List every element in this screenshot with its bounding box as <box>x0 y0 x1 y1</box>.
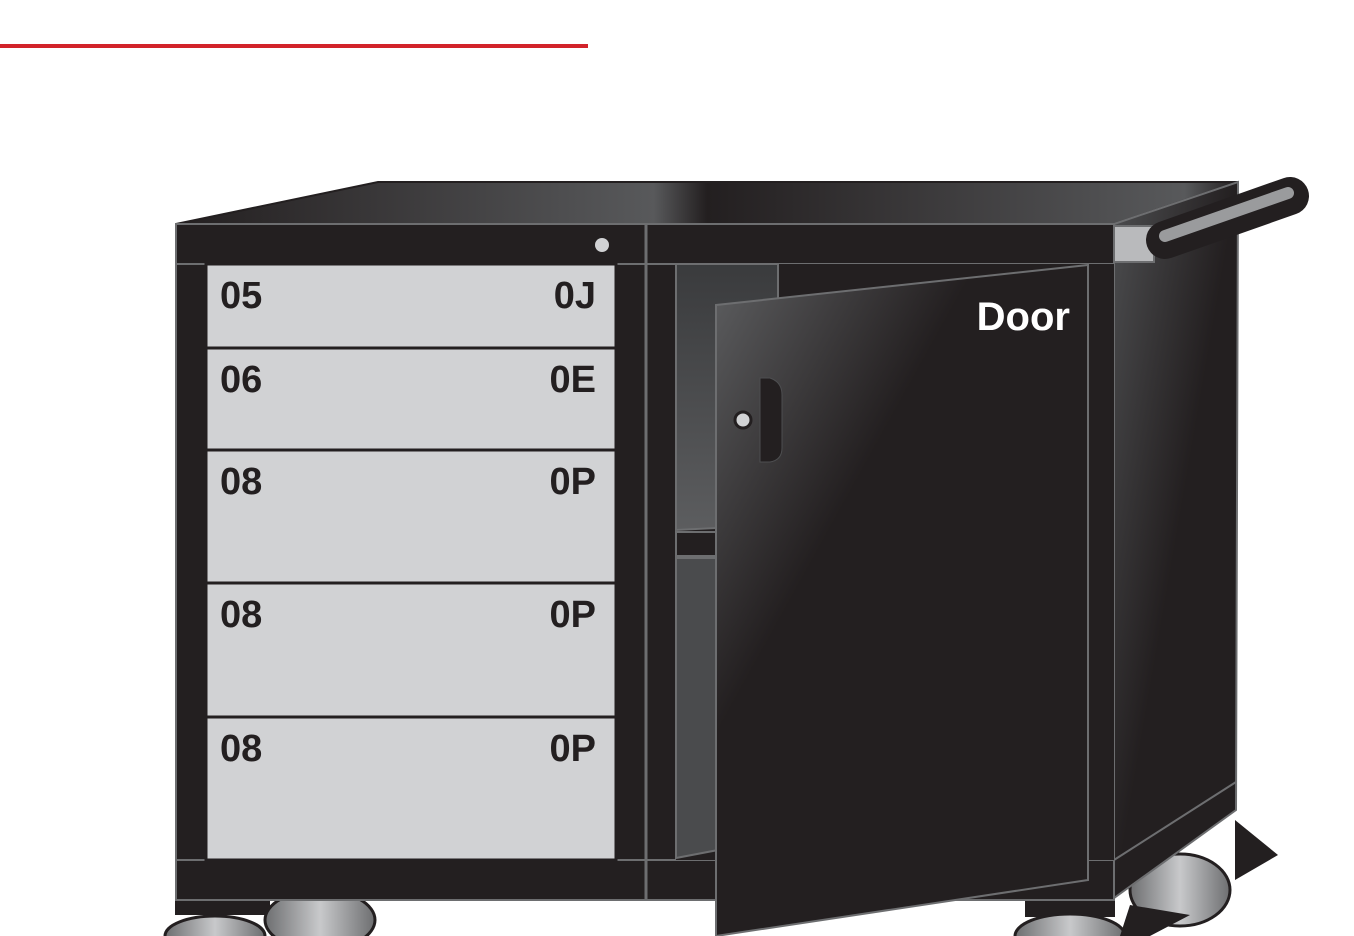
drawer-stack: 05 0J 06 0E 08 0P 08 0P 08 0P <box>204 262 618 862</box>
drawer-4[interactable] <box>204 581 618 719</box>
drawer-right-code: 0P <box>550 461 596 503</box>
cabinet-top <box>175 181 1239 225</box>
drawer-right-code: 0E <box>550 359 596 401</box>
cabinet-side-panel <box>1113 180 1240 900</box>
drawer-3[interactable] <box>204 448 618 585</box>
drawer-left-code: 08 <box>220 728 262 770</box>
door-lock-icon <box>733 410 753 430</box>
drawer-right-code: 0P <box>550 594 596 636</box>
door-label: Door <box>977 295 1070 339</box>
drawer-right-code: 0P <box>550 728 596 770</box>
caster-wheel-icon <box>1013 820 1278 936</box>
lock-icon <box>595 238 609 252</box>
handle-bar-icon[interactable] <box>1113 177 1309 263</box>
drawer-right-code: 0J <box>554 275 596 317</box>
caster-wheel-icon <box>163 888 377 936</box>
drawer-left-code: 06 <box>220 359 262 401</box>
door-handle-icon[interactable] <box>759 377 783 463</box>
drawer-2[interactable] <box>204 346 618 452</box>
drawer-left-code: 05 <box>220 275 262 317</box>
cabinet-door[interactable]: Door <box>715 263 1089 936</box>
drawer-left-code: 08 <box>220 461 262 503</box>
drawer-left-code: 08 <box>220 594 262 636</box>
header-accent-line <box>0 44 588 48</box>
drawer-5[interactable] <box>204 715 618 862</box>
